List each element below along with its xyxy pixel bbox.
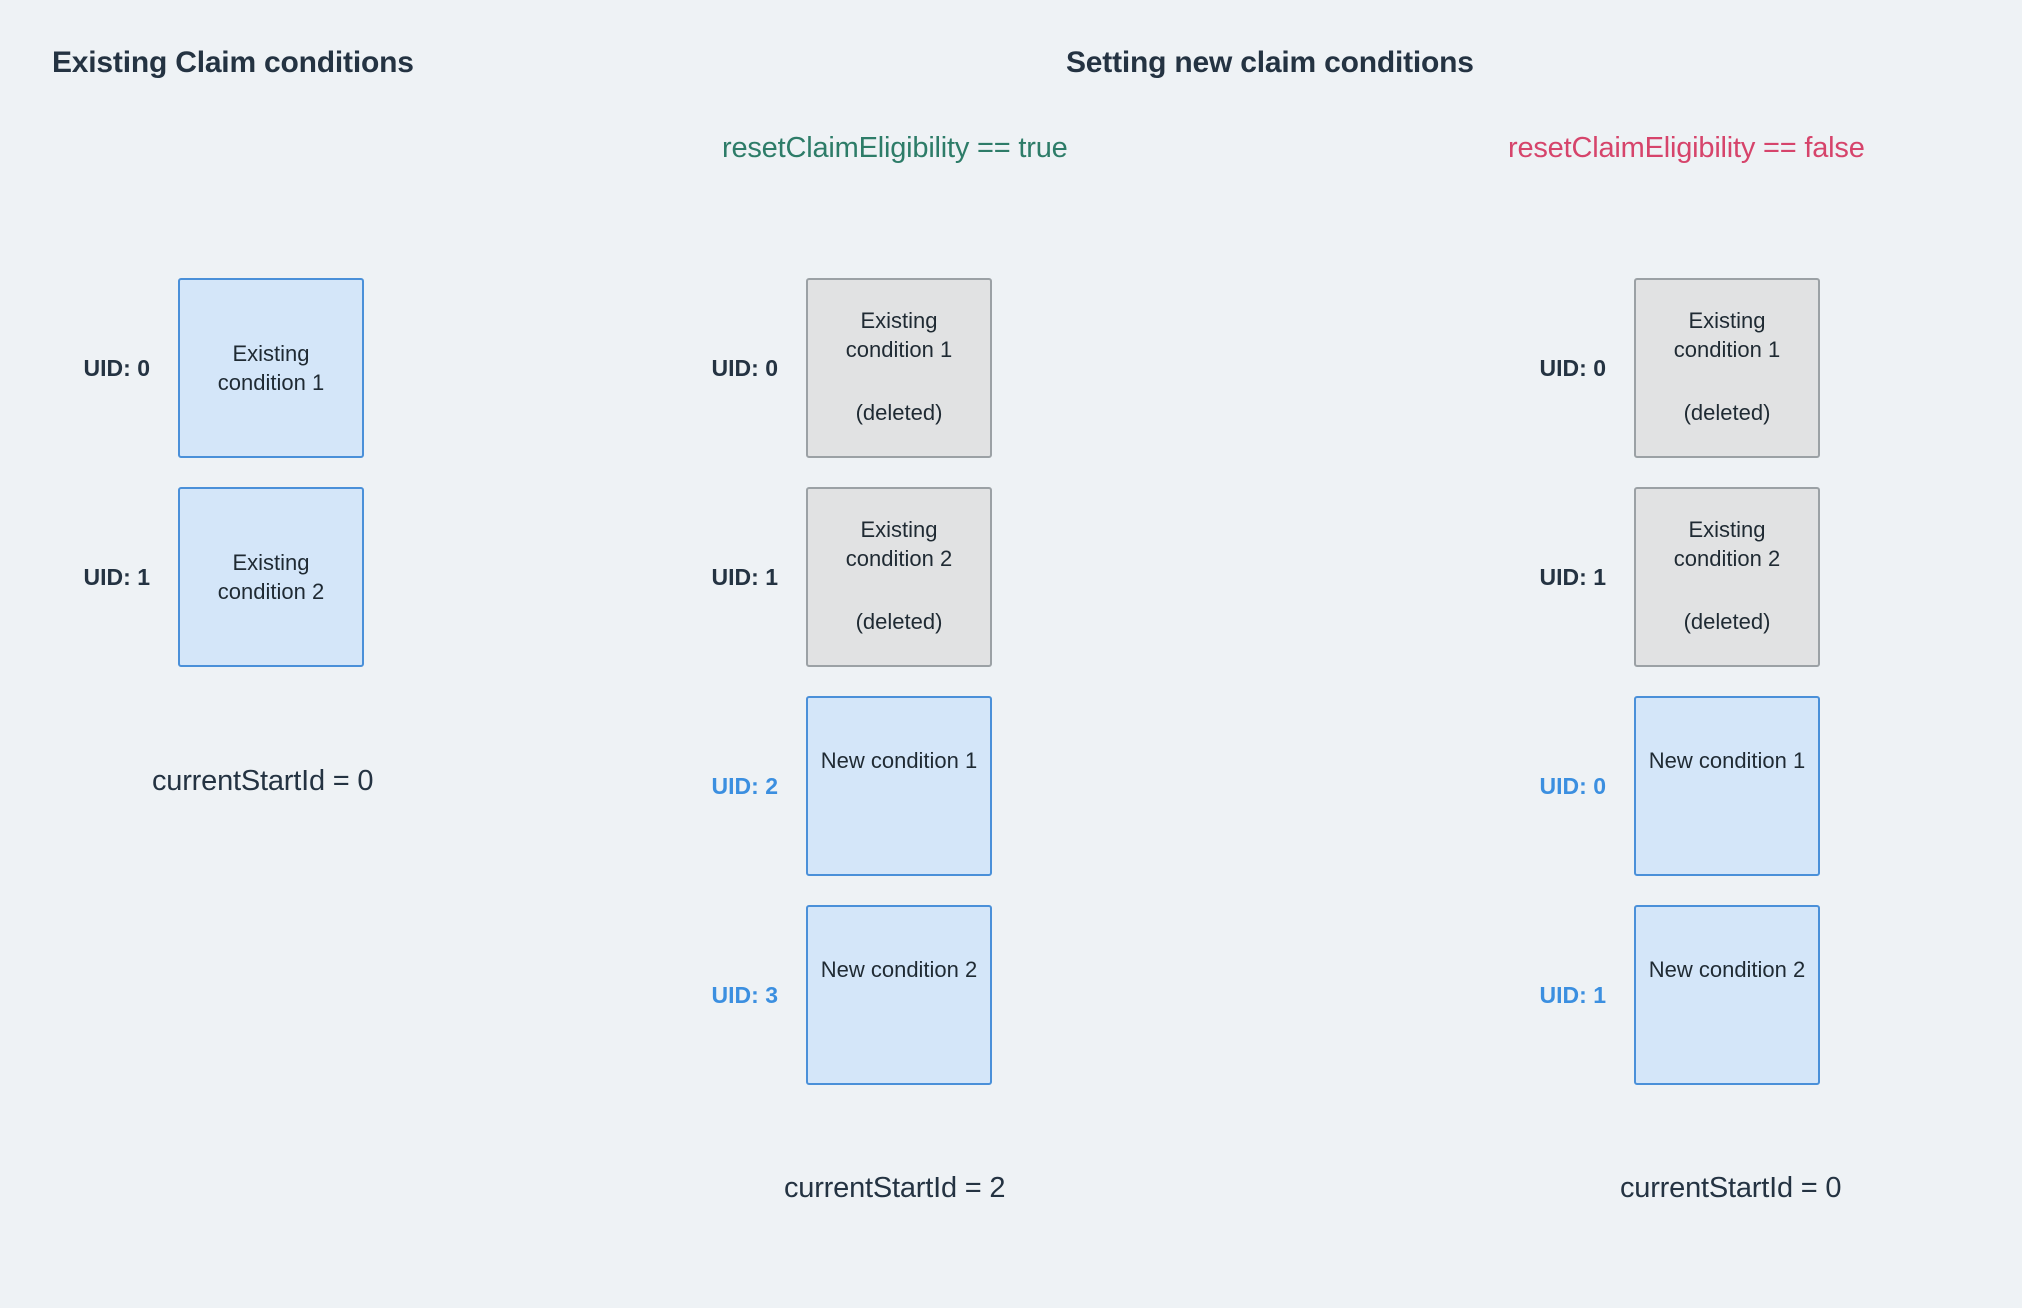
condition-box-title: Existing condition 2: [217, 549, 325, 604]
condition-box-status: (deleted): [1683, 609, 1771, 635]
condition-box-status: (deleted): [855, 609, 943, 635]
condition-row: UID: 1 Existing condition 2: [0, 487, 460, 667]
current-start-id-reset-false: currentStartId = 0: [1620, 1172, 1842, 1204]
condition-label-reset-false: resetClaimEligibility == false: [1508, 132, 1865, 164]
condition-box-title: New condition 1: [820, 748, 978, 773]
uid-label: UID: 1: [711, 563, 778, 590]
condition-box: New condition 2: [806, 905, 992, 1085]
condition-box-title: Existing condition 2: [1673, 517, 1781, 572]
condition-box: Existing condition 2: [178, 487, 364, 667]
current-start-id-existing: currentStartId = 0: [152, 765, 374, 797]
deleted-condition-box: Existing condition 2 (deleted): [806, 487, 992, 667]
condition-row: UID: 0 Existing condition 1: [0, 278, 460, 458]
condition-box-title: Existing condition 1: [845, 308, 953, 363]
uid-label: UID: 0: [1539, 772, 1606, 799]
condition-box-title: New condition 2: [1648, 957, 1806, 982]
condition-row: UID: 0 Existing condition 1 (deleted): [628, 278, 1088, 458]
uid-label: UID: 1: [1539, 563, 1606, 590]
condition-box-title: Existing condition 1: [1673, 308, 1781, 363]
deleted-condition-box: Existing condition 2 (deleted): [1634, 487, 1820, 667]
condition-box-title: New condition 1: [1648, 748, 1806, 773]
condition-row: UID: 3 New condition 2: [628, 905, 1088, 1085]
condition-row: UID: 1 Existing condition 2 (deleted): [1456, 487, 1916, 667]
uid-label: UID: 3: [711, 981, 778, 1008]
uid-label: UID: 0: [1539, 354, 1606, 381]
uid-label: UID: 0: [711, 354, 778, 381]
uid-label: UID: 1: [83, 563, 150, 590]
condition-box: New condition 2: [1634, 905, 1820, 1085]
condition-box-title: Existing condition 1: [217, 340, 325, 395]
page-title-existing-claim-conditions: Existing Claim conditions: [52, 46, 414, 79]
current-start-id-reset-true: currentStartId = 2: [784, 1172, 1006, 1204]
condition-row: UID: 0 New condition 1: [1456, 696, 1916, 876]
condition-row: UID: 1 New condition 2: [1456, 905, 1916, 1085]
condition-box-title: New condition 2: [820, 957, 978, 982]
condition-box: New condition 1: [806, 696, 992, 876]
page-title-setting-new-claim-conditions: Setting new claim conditions: [1066, 46, 1474, 79]
condition-box: Existing condition 1: [178, 278, 364, 458]
condition-row: UID: 1 Existing condition 2 (deleted): [628, 487, 1088, 667]
uid-label: UID: 2: [711, 772, 778, 799]
column-existing-conditions: UID: 0 Existing condition 1 UID: 1 Existing…: [0, 0, 460, 1308]
condition-row: UID: 2 New condition 1: [628, 696, 1088, 876]
uid-label: UID: 0: [83, 354, 150, 381]
condition-box-title: Existing condition 2: [845, 517, 953, 572]
condition-label-reset-true: resetClaimEligibility == true: [722, 132, 1068, 164]
uid-label: UID: 1: [1539, 981, 1606, 1008]
condition-row: UID: 0 Existing condition 1 (deleted): [1456, 278, 1916, 458]
condition-box: New condition 1: [1634, 696, 1820, 876]
deleted-condition-box: Existing condition 1 (deleted): [806, 278, 992, 458]
condition-box-status: (deleted): [855, 400, 943, 426]
condition-box-status: (deleted): [1683, 400, 1771, 426]
deleted-condition-box: Existing condition 1 (deleted): [1634, 278, 1820, 458]
